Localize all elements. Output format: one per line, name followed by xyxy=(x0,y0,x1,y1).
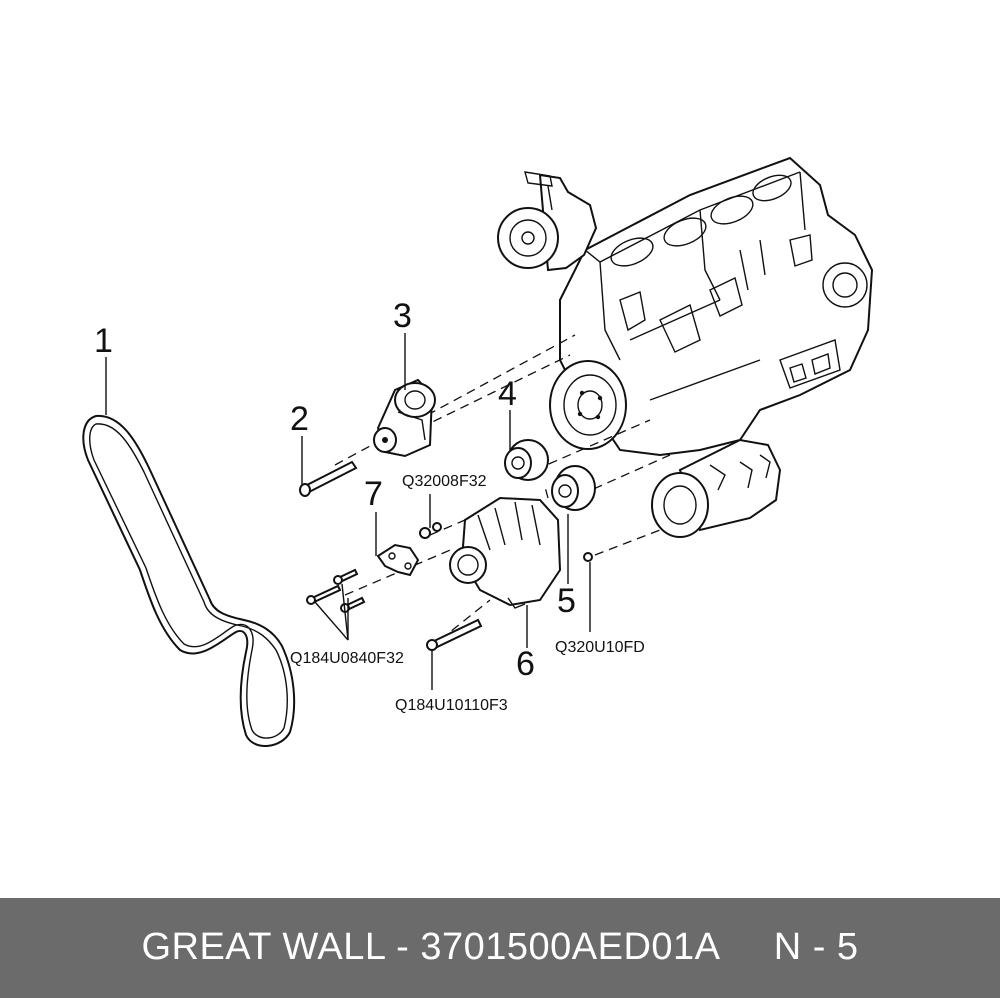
callout-7-label: 7 xyxy=(364,475,383,513)
caption-text: GREAT WALL - 3701500AED01A N - 5 xyxy=(141,926,859,968)
idler-pulley-lower-illustration xyxy=(551,465,596,511)
bolt-illustration xyxy=(299,460,358,497)
engine-block-illustration xyxy=(497,156,874,538)
callout-1-label: 1 xyxy=(94,322,113,360)
drive-belt-illustration xyxy=(82,414,296,748)
code-q320u10fd-label: Q320U10FD xyxy=(555,639,645,656)
callout-6-label: 6 xyxy=(516,645,535,683)
leader-lines xyxy=(105,333,591,690)
bracket-illustration xyxy=(376,543,420,577)
code-q184u10110f3-label: Q184U10110F3 xyxy=(395,697,508,714)
code-q184u0840f32-label: Q184U0840F32 xyxy=(290,650,404,667)
callout-5-label: 5 xyxy=(557,582,576,620)
fasteners-illustration xyxy=(306,522,593,651)
callout-2-label: 2 xyxy=(290,400,309,438)
idler-pulley-upper-illustration xyxy=(504,439,549,481)
tensioner-illustration xyxy=(373,378,436,458)
alternator-illustration xyxy=(449,496,562,609)
code-q32008f32-label: Q32008F32 xyxy=(402,473,487,490)
parts-diagram: 1 2 3 4 5 6 7 Q32008F32 Q184U0840F32 Q18… xyxy=(82,156,874,748)
callout-4-label: 4 xyxy=(498,375,517,413)
caption-banner: GREAT WALL - 3701500AED01A N - 5 xyxy=(0,898,1000,998)
callout-3-label: 3 xyxy=(393,297,412,335)
